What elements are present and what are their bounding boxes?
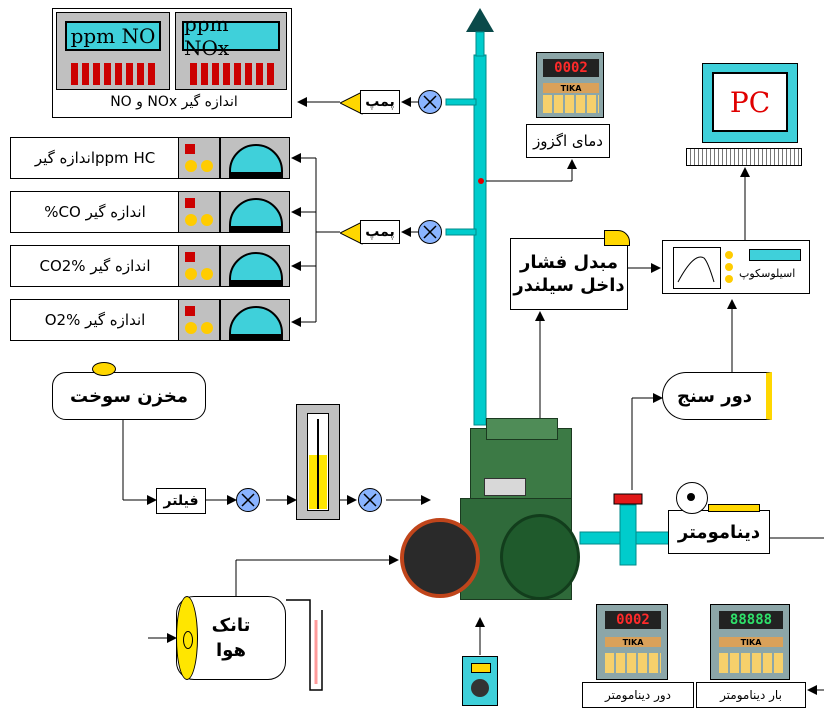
co-analyzer-label: اندازه گیر CO% <box>10 191 180 233</box>
exhaust-sensor-dot <box>478 178 484 184</box>
dynamometer: دینامومتر <box>668 510 770 554</box>
pump-middle[interactable]: پمپ <box>340 220 400 246</box>
no-screen: ppm NO <box>65 21 161 51</box>
engine <box>400 418 582 618</box>
dyno-speed-label: دور دینامومتر <box>582 682 694 708</box>
hc-analyzer-label: ppm HCاندازه گیر <box>10 137 180 179</box>
nox-analyzer: ppm NOx <box>175 12 287 90</box>
dyno-load-reading: 88888 <box>719 611 783 629</box>
no-keypad <box>71 63 159 85</box>
no-analyzer: ppm NO <box>56 12 170 90</box>
pump-middle-label: پمپ <box>360 220 400 244</box>
dyno-load-meter: 88888 TIKA <box>710 604 790 680</box>
exhaust-pipe <box>473 54 487 426</box>
nox-analyzer-label: اندازه گیر NOx و NO <box>110 94 238 110</box>
co-analyzer: اندازه گیر CO% <box>10 191 290 233</box>
fuel-filter: فیلتر <box>156 488 206 514</box>
co2-gauge <box>220 245 290 287</box>
oscilloscope-label: اسیلوسکوپ <box>739 267 796 280</box>
pump-top-label: پمپ <box>360 90 400 114</box>
fuel-tank: مخزن سوخت <box>52 372 206 420</box>
tachometer: دور سنج <box>662 372 772 420</box>
air-tank-end <box>176 596 198 680</box>
valve-top[interactable] <box>418 90 442 114</box>
dyno-load-label: بار دینامومتر <box>696 682 806 708</box>
valve-middle[interactable] <box>418 220 442 244</box>
fuel-valve-1[interactable] <box>236 488 260 512</box>
co2-analyzer: اندازه گیر CO2% <box>10 245 290 287</box>
o2-analyzer-label: اندازه گیر O2% <box>10 299 180 341</box>
pc-keyboard <box>686 148 802 166</box>
pc-label: PC <box>729 85 771 119</box>
hc-analyzer: ppm HCاندازه گیر <box>10 137 290 179</box>
exhaust-temp-meter: 0002 TIKA <box>536 52 604 118</box>
nox-keypad <box>190 63 278 85</box>
o2-analyzer: اندازه گیر O2% <box>10 299 290 341</box>
o2-gauge <box>220 299 290 341</box>
exhaust-temp-reading: 0002 <box>543 59 599 77</box>
fuel-burette <box>296 404 340 520</box>
dyno-speed-reading: 0002 <box>605 611 661 629</box>
fuel-tank-cap <box>92 362 116 376</box>
pump-top[interactable]: پمپ <box>340 90 400 116</box>
dyno-speed-meter: 0002 TIKA <box>596 604 668 680</box>
nox-screen: ppm NOx <box>182 12 280 60</box>
exhaust-temp-label: دمای اگزوز <box>526 124 610 158</box>
co2-analyzer-label: اندازه گیر CO2% <box>10 245 180 287</box>
starter-switch[interactable] <box>462 656 498 706</box>
dynamometer-fan-icon <box>676 482 708 514</box>
pressure-corner-tab <box>604 230 630 246</box>
exhaust-outlet-arrow <box>466 8 494 32</box>
co-gauge <box>220 191 290 233</box>
pc-monitor: PC <box>702 63 798 143</box>
oscilloscope-screen <box>673 247 721 289</box>
pc-screen: PC <box>712 72 788 132</box>
hc-gauge <box>220 137 290 179</box>
oscilloscope: اسیلوسکوپ <box>662 240 810 294</box>
pressure-transducer: مبدل فشار داخل سیلندر <box>510 238 628 310</box>
fuel-valve-2[interactable] <box>358 488 382 512</box>
